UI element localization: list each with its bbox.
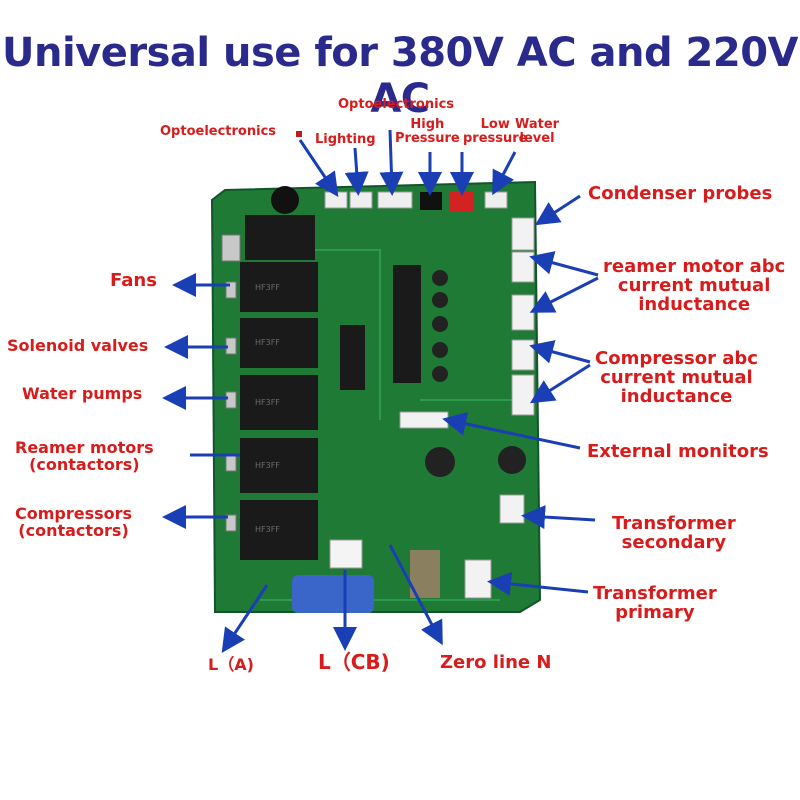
label-reamer-abc: reamer motor abc current mutual inductan…: [603, 256, 786, 315]
blue-capacitor: [292, 575, 374, 613]
svg-text:HF3FF: HF3FF: [255, 525, 280, 534]
label-lighting: Lighting: [315, 132, 376, 147]
relays: HF3FF HF3FF HF3FF HF3FF HF3FF: [240, 215, 318, 560]
label-compressor-abc: Compressor abc current mutual inductance: [595, 348, 758, 407]
label-optoelectronics-left: Optoelectronics: [160, 124, 277, 139]
label-water-level: Water level: [515, 117, 560, 146]
label-external-monitors: External monitors: [587, 441, 769, 462]
label-solenoid-valves: Solenoid valves: [7, 336, 149, 355]
label-optoelectronics-top: Optoelectronics: [338, 97, 455, 112]
microcontroller-chip: [393, 265, 421, 383]
label-reamer-motors: Reamer motors (contactors): [15, 438, 154, 474]
pointer-arrows: [162, 129, 599, 653]
svg-text:HF3FF: HF3FF: [255, 461, 280, 470]
svg-text:HF3FF: HF3FF: [255, 398, 280, 407]
label-low-pressure: Low pressure: [463, 117, 528, 146]
label-l-cb: L（CB): [318, 650, 390, 674]
page-title: Universal use for 380V AC and 220V AC: [1, 30, 799, 122]
label-zero-line-n: Zero line N: [440, 652, 552, 673]
label-fans: Fans: [110, 270, 157, 291]
label-l-a: L（A): [208, 655, 254, 674]
label-condenser-probes: Condenser probes: [588, 183, 773, 204]
svg-text:HF3FF: HF3FF: [255, 283, 280, 292]
label-compressors: Compressors (contactors): [15, 504, 133, 540]
label-high-pressure: High Pressure: [395, 117, 460, 146]
label-water-pumps: Water pumps: [22, 384, 143, 403]
label-transformer-secondary: Transformer secondary: [612, 513, 736, 553]
label-transformer-primary: Transformer primary: [593, 583, 717, 623]
svg-text:HF3FF: HF3FF: [255, 338, 280, 347]
buzzer: [271, 186, 299, 214]
